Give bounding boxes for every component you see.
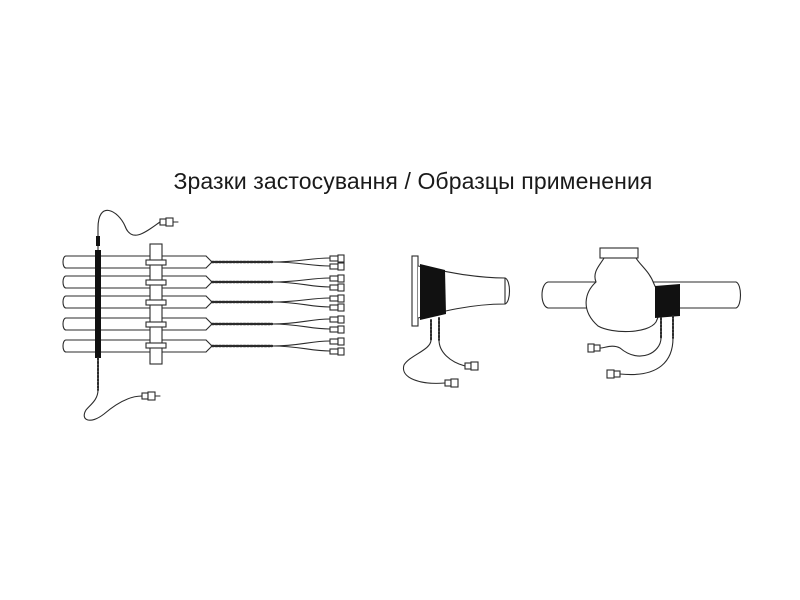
flange-connectors xyxy=(444,361,479,388)
valve-heating-wrap xyxy=(655,284,680,318)
pipe-5 xyxy=(65,339,213,353)
flange-plate xyxy=(411,255,419,327)
bottom-lead-wire xyxy=(83,389,143,421)
valve-figure xyxy=(541,247,742,379)
pipe-2 xyxy=(65,275,213,289)
flange-figure xyxy=(403,255,511,388)
braided-cables xyxy=(210,260,274,348)
valve-body xyxy=(585,257,661,333)
bottom-connector xyxy=(141,391,161,401)
valve-connectors xyxy=(587,343,621,379)
flange-heating-wrap xyxy=(420,264,446,320)
top-connector xyxy=(159,217,179,227)
flange-lead-wires xyxy=(403,339,466,384)
pipe-bundle-figure xyxy=(62,209,345,421)
connectors xyxy=(329,254,345,356)
fan-out-wires xyxy=(271,257,331,352)
heating-band xyxy=(95,250,101,358)
pipe-3 xyxy=(65,295,213,309)
top-lead-wire xyxy=(97,209,161,251)
pipe-4 xyxy=(65,317,213,331)
pipe-1 xyxy=(65,255,213,269)
diagram-title: Зразки застосування / Образцы применения xyxy=(173,168,653,194)
valve-top-flange xyxy=(599,247,639,259)
valve-lead-wires xyxy=(599,337,674,376)
